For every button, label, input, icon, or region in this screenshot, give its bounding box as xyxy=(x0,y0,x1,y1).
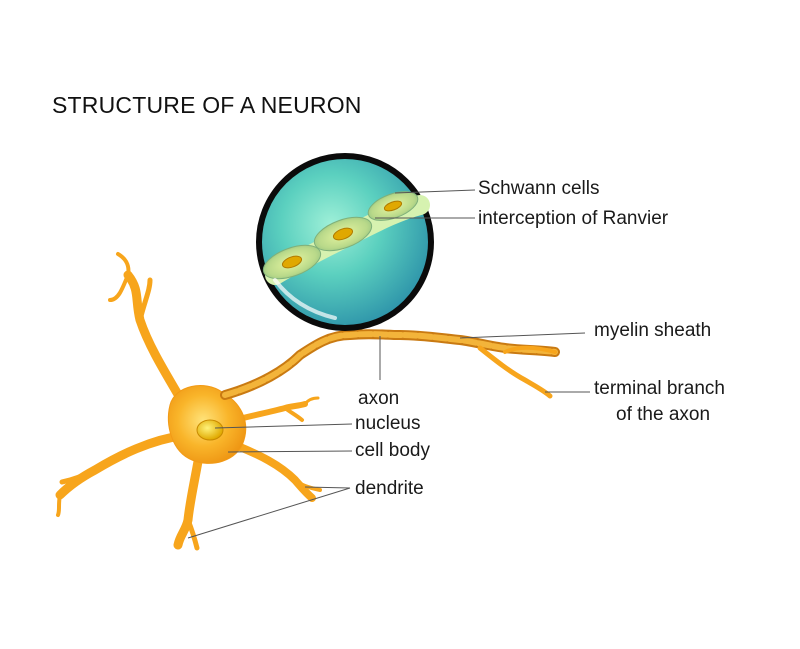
label-myelin-sheath: myelin sheath xyxy=(594,320,712,341)
label-terminal-branch-line2: of the axon xyxy=(616,404,711,425)
label-dendrite: dendrite xyxy=(355,478,424,499)
dendrites xyxy=(55,252,322,551)
leader-lines xyxy=(187,189,590,539)
label-terminal-branch-line1: terminal branch xyxy=(594,378,725,399)
label-ranvier: interception of Ranvier xyxy=(478,208,669,229)
label-nucleus: nucleus xyxy=(355,413,421,434)
magnified-view xyxy=(256,153,434,331)
nucleus-shape xyxy=(196,419,224,441)
label-axon: axon xyxy=(358,388,400,409)
label-schwann-cells: Schwann cells xyxy=(478,178,600,199)
label-cell-body: cell body xyxy=(355,440,430,461)
axon-shape xyxy=(220,329,560,400)
diagram-title: STRUCTURE OF A NEURON xyxy=(52,92,362,118)
